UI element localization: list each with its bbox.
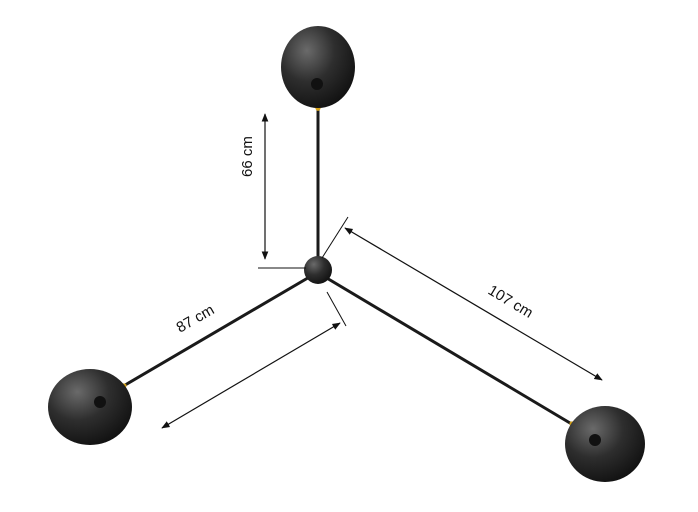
extension-line [321,216,349,259]
globe-right-finial [589,434,601,446]
dimension-arrow-left [161,322,341,429]
globe-top [281,26,355,108]
globe-top-finial [311,78,323,90]
arm-left [119,270,319,390]
extension-line [326,291,347,327]
globe-right [565,406,645,482]
dimension-arrow-right [344,227,603,381]
arm-right [319,272,576,428]
globe-left [48,369,132,445]
globe-left-finial [94,396,106,408]
center-hub [304,256,332,284]
dimension-label-left: 87 cm [174,301,218,336]
dimension-label-vertical: 66 cm [239,136,256,177]
